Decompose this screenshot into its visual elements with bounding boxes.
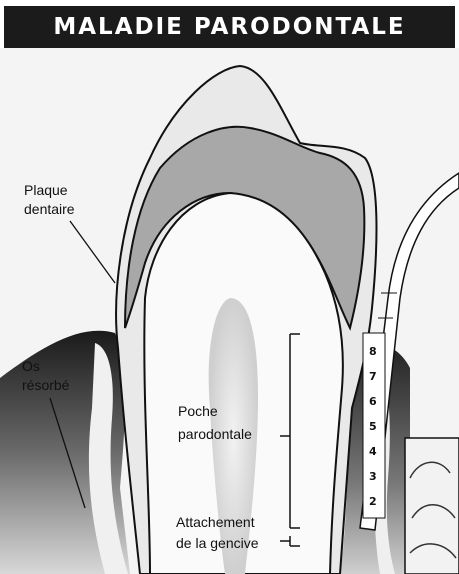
tooth-illustration: 8 7 6 5 4 3 2 Plaque — [0, 48, 459, 574]
probe-mark: 7 — [369, 370, 377, 383]
probe-mark: 8 — [369, 345, 377, 358]
probe-graduations: 8 7 6 5 4 3 2 — [363, 333, 385, 518]
probe-mark: 2 — [369, 495, 377, 508]
inset-teeth — [405, 438, 459, 574]
label-attachement-2: de la gencive — [176, 535, 259, 551]
label-poche-2: parodontale — [178, 426, 252, 442]
label-os: Os — [22, 358, 40, 374]
probe-mark: 4 — [369, 445, 377, 458]
label-os-2: résorbé — [22, 377, 70, 393]
probe-mark: 5 — [369, 420, 377, 433]
label-plaque: Plaque — [24, 182, 68, 198]
label-attachement: Attachement — [176, 514, 255, 530]
label-poche: Poche — [178, 403, 218, 419]
diagram-title: MALADIE PARODONTALE — [4, 6, 455, 48]
probe-mark: 6 — [369, 395, 377, 408]
label-plaque-2: dentaire — [24, 201, 75, 217]
probe-mark: 3 — [369, 470, 377, 483]
